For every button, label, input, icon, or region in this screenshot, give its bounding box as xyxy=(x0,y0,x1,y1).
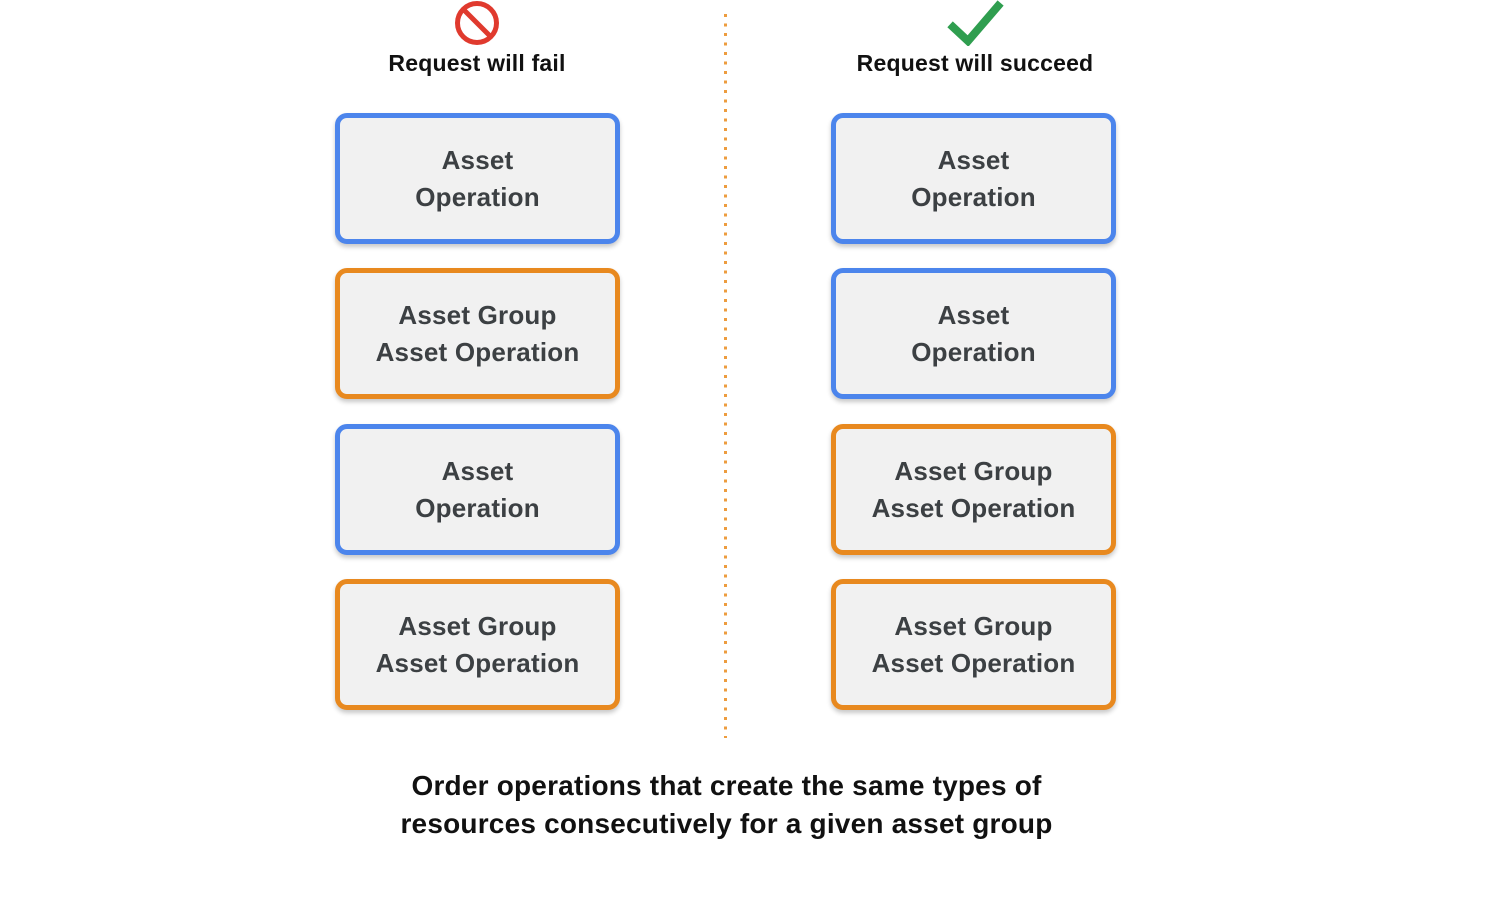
succeed-box-1-label-line2: Operation xyxy=(911,181,1036,212)
succeed-box-4: Asset Group Asset Operation xyxy=(831,579,1116,710)
dotted-divider xyxy=(724,14,727,738)
succeed-box-1-label-line1: Asset xyxy=(937,144,1010,175)
fail-box-1-label-line2: Operation xyxy=(415,181,540,212)
caption-line1: Order operations that create the same ty… xyxy=(411,770,1042,801)
fail-box-1-label-line1: Asset xyxy=(441,144,514,175)
succeed-box-3-label-line2: Asset Operation xyxy=(871,492,1076,523)
succeed-box-4-label-line2: Asset Operation xyxy=(871,647,1076,678)
fail-box-2: Asset Group Asset Operation xyxy=(335,268,620,399)
fail-box-4: Asset Group Asset Operation xyxy=(335,579,620,710)
caption: Order operations that create the same ty… xyxy=(301,767,1152,843)
fail-column-header: Request will fail xyxy=(267,0,687,77)
fail-box-3: Asset Operation xyxy=(335,424,620,555)
succeed-box-2: Asset Operation xyxy=(831,268,1116,399)
succeed-column-title: Request will succeed xyxy=(856,50,1094,76)
fail-box-1: Asset Operation xyxy=(335,113,620,244)
succeed-box-1: Asset Operation xyxy=(831,113,1116,244)
fail-box-2-label-line1: Asset Group xyxy=(398,299,557,330)
succeed-box-3: Asset Group Asset Operation xyxy=(831,424,1116,555)
succeed-box-2-label-line1: Asset xyxy=(937,299,1010,330)
fail-box-4-label-line2: Asset Operation xyxy=(375,647,580,678)
succeed-box-4-label-line1: Asset Group xyxy=(894,610,1053,641)
succeed-column-header: Request will succeed xyxy=(765,0,1185,77)
succeed-box-3-label-line1: Asset Group xyxy=(894,455,1053,486)
fail-column-title: Request will fail xyxy=(388,50,566,76)
succeed-box-2-label-line2: Operation xyxy=(911,336,1036,367)
checkmark-icon xyxy=(947,0,1004,46)
fail-box-3-label-line1: Asset xyxy=(441,455,514,486)
prohibition-icon xyxy=(455,1,499,45)
fail-box-2-label-line2: Asset Operation xyxy=(375,336,580,367)
fail-box-4-label-line1: Asset Group xyxy=(398,610,557,641)
caption-line2: resources consecutively for a given asse… xyxy=(400,808,1053,839)
fail-box-3-label-line2: Operation xyxy=(415,492,540,523)
